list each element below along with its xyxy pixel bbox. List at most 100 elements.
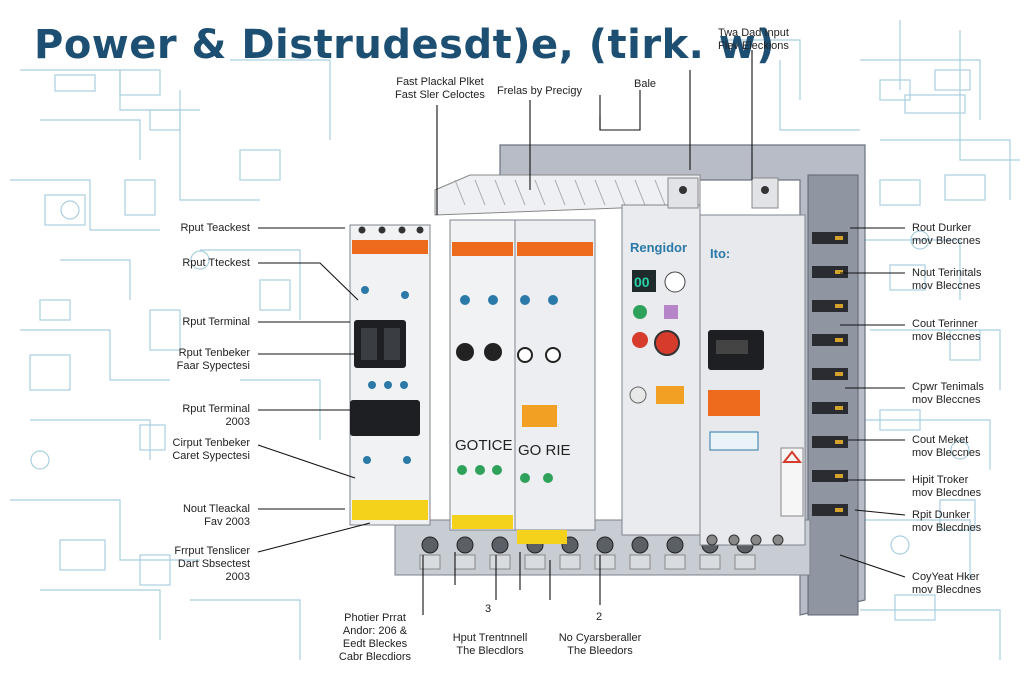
background-schematic	[10, 20, 1020, 660]
control-module-3	[514, 219, 596, 531]
callout-leaders	[257, 50, 906, 615]
schematic-trace	[190, 599, 301, 660]
left-label-line: Dart Sbsectest	[177, 558, 250, 570]
rail-vent	[454, 179, 466, 206]
module-screw	[416, 226, 424, 234]
left-label-line: 2003	[225, 416, 250, 428]
rail-vent	[654, 179, 666, 206]
leader-line	[257, 444, 356, 479]
orange-strip	[352, 240, 428, 254]
output-screw	[750, 534, 762, 546]
right-label-line: mov Blecdnes	[912, 522, 982, 534]
control-knob	[545, 347, 561, 363]
selector-knob	[629, 386, 647, 404]
display-value: 00	[634, 274, 650, 290]
module-screw	[398, 226, 406, 234]
module-a-text: GOTICE	[455, 437, 513, 454]
schematic-component	[939, 499, 976, 531]
top-label: Frelas by Precigy	[497, 85, 582, 98]
orange-strip	[517, 242, 593, 256]
terminal-block	[524, 554, 546, 570]
right-label: Cpwr Tenimals mov Bleccnes	[912, 381, 984, 407]
busbar	[812, 334, 848, 346]
schematic-symbol	[950, 440, 970, 460]
busbar	[812, 368, 848, 380]
busbar-clamp	[835, 338, 843, 342]
busbar	[812, 232, 848, 244]
schematic-component	[239, 149, 281, 181]
bottom-label-line: Andor: 206 &	[342, 625, 408, 637]
schematic-trace	[40, 589, 161, 640]
schematic-trace	[230, 59, 331, 140]
schematic-trace	[10, 179, 160, 231]
terminal-screw	[761, 186, 769, 194]
left-label-line: Fav 2003	[204, 516, 250, 528]
module-label: Ito:	[710, 246, 730, 261]
yellow-strip	[452, 515, 513, 529]
output-screw	[728, 534, 740, 546]
busbar-clamp	[835, 270, 843, 274]
enclosure-side	[807, 174, 859, 616]
top-label-line: Twa Dad Input	[718, 27, 789, 39]
left-label-line: Frrput Tenslicer	[174, 545, 250, 557]
module-b-text: GO RIE	[518, 442, 571, 459]
schematic-component	[149, 109, 181, 131]
right-label-line: mov Bleccnes	[912, 447, 981, 459]
left-label-line: Cirput Tenbeker	[172, 437, 250, 449]
right-label: Cout Terinner mov Bleccnes	[912, 318, 980, 344]
left-label-line: Rput Teackest	[180, 222, 250, 234]
schematic-trace	[860, 419, 991, 470]
bottom-label-line: Photier Prrat	[344, 612, 406, 624]
terminal-block	[699, 554, 721, 570]
schematic-trace	[779, 60, 860, 131]
breaker-module-1	[349, 224, 431, 526]
schematic-trace	[60, 259, 131, 300]
schematic-component	[39, 299, 71, 321]
schematic-trace	[179, 90, 260, 201]
leader-line	[599, 90, 641, 131]
schematic-component	[894, 594, 936, 621]
bottom-label-line: Eedt Bleckes	[342, 638, 408, 650]
schematic-trace	[850, 239, 961, 300]
schematic-trace	[40, 119, 141, 160]
schematic-component	[149, 309, 181, 351]
emergency-button	[654, 330, 680, 356]
regulator-module	[621, 204, 701, 536]
stop-button	[632, 332, 648, 348]
indicator-icon	[403, 456, 411, 464]
left-label-line: Faar Sypectesi	[176, 360, 250, 372]
control-knob	[456, 343, 474, 361]
busbar-clamp	[835, 236, 843, 240]
terminal-screw	[456, 536, 474, 554]
schematic-trace	[10, 499, 200, 561]
indicator-icon	[460, 295, 470, 305]
left-label: Rput Tenbeker Faar Sypectesi	[150, 347, 250, 373]
orange-strip	[452, 242, 513, 256]
leader-line	[257, 522, 371, 553]
terminal-screw	[596, 536, 614, 554]
schematic-symbol	[60, 200, 80, 220]
left-label-line: 2003	[225, 571, 250, 583]
output-toggle	[716, 340, 748, 354]
terminal-block	[594, 554, 616, 570]
module-screw	[358, 226, 366, 234]
right-label-line: mov Bleccnes	[912, 280, 981, 292]
terminal-block	[489, 554, 511, 570]
warning-label	[522, 405, 557, 427]
schematic-symbol	[890, 535, 910, 555]
schematic-symbol	[30, 450, 50, 470]
schematic-symbol	[190, 250, 210, 270]
busbar-clamp	[835, 440, 843, 444]
yellow-strip	[517, 530, 567, 544]
schematic-trace	[840, 519, 971, 580]
left-label-line: Rput Tteckest	[182, 257, 250, 269]
indicator-icon	[400, 381, 408, 389]
schematic-component	[259, 279, 291, 311]
breaker-toggle	[384, 328, 400, 360]
output-screw	[772, 534, 784, 546]
schematic-component	[934, 69, 971, 91]
warning-sign	[780, 447, 804, 517]
left-label: Rput Terminal 2003	[150, 403, 250, 429]
left-label-line: Nout Tleackal	[182, 503, 250, 515]
